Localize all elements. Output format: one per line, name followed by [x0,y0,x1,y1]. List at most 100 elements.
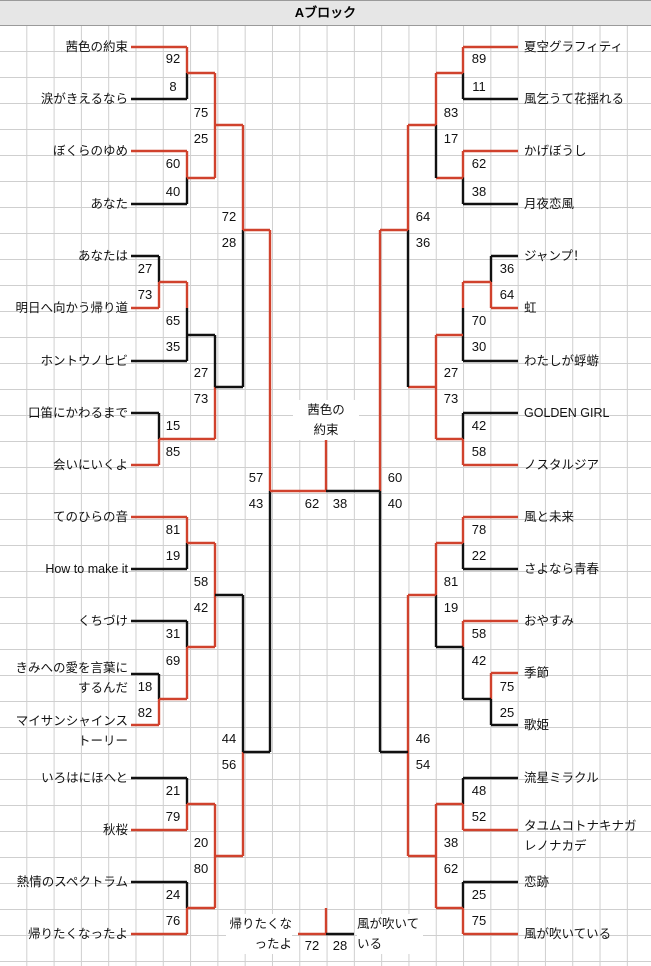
right-team-name: GOLDEN GIRL [524,406,610,420]
right-r2-score: 19 [443,600,459,615]
left-r2-score: 65 [165,313,181,328]
right-team-name: 風と未来 [524,510,575,524]
right-r1-score: 36 [499,261,515,276]
right-r1-score: 42 [471,418,487,433]
left-r1-score: 92 [165,51,181,66]
left-team-name: あなた [90,197,128,211]
right-r3-score: 54 [415,757,431,772]
right-r4-score: 40 [387,496,403,511]
name-line: 帰りたくな [229,917,292,931]
right-r1-score: 11 [472,79,486,94]
right-r2-score: 73 [443,391,459,406]
left-r1-score: 18 [137,679,153,694]
right-r1-score: 78 [471,522,487,537]
team-name-line: タユムコトナキナガ [524,819,637,833]
champion-name: 茜色の約束 [293,400,359,440]
right-team-name: タユムコトナキナガレノナカデ [524,816,637,856]
right-team-name: ジャンプ！ [524,249,586,263]
left-team-name: ホントウノヒビ [40,354,128,368]
right-team-name: さよなら青春 [524,562,600,576]
right-r2-score: 17 [443,131,459,146]
right-r3-score: 46 [415,731,431,746]
left-r1-score: 40 [165,184,181,199]
right-team-name: ノスタルジア [524,458,600,472]
left-r1-score: 79 [165,809,181,824]
right-team-name: 恋跡 [524,875,550,889]
right-r1-score: 75 [499,679,515,694]
left-team-name: 明日へ向かう帰り道 [15,301,128,315]
left-r1-score: 31 [165,626,181,641]
left-r1-score: 15 [165,418,181,433]
third-place-left-name: 帰りたくなったよ [226,914,292,954]
left-team-name: 秋桜 [102,823,128,837]
right-team-name: 月夜恋風 [524,197,575,211]
left-r1-score: 82 [137,705,153,720]
left-team-name: くちづけ [77,614,128,628]
left-r2-score: 80 [193,861,209,876]
left-r1-score: 21 [165,783,181,798]
right-r1-score: 58 [471,626,487,641]
right-r1-score: 64 [499,287,515,302]
final-score-right: 38 [332,496,348,511]
name-line: ったよ [254,937,292,951]
left-r3-score: 56 [221,757,237,772]
right-r3-score: 64 [415,209,431,224]
left-team-name: 涙がきえるなら [40,92,128,106]
right-r1-score: 25 [499,705,515,720]
left-r3-score: 72 [221,209,237,224]
right-r1-score: 62 [471,156,487,171]
left-r2-score: 73 [193,391,209,406]
left-r2-score: 20 [193,835,209,850]
right-r1-score: 52 [471,809,487,824]
left-team-name: ぼくらのゆめ [52,144,128,158]
right-r2-score: 70 [471,313,487,328]
left-r1-score: 85 [165,444,181,459]
left-r1-score: 60 [165,156,181,171]
team-name-line: するんだ [77,681,128,695]
champion-name-line: 約束 [313,423,339,437]
right-r1-score: 58 [471,444,487,459]
left-r1-score: 19 [165,548,181,563]
left-r1-score: 76 [165,913,181,928]
left-team-name: あなたは [77,249,128,263]
team-name-line: マイサンシャインス [15,714,128,728]
left-r2-score: 25 [193,131,209,146]
right-team-name: 風乞うて花揺れる [524,92,625,106]
right-team-name: 流星ミラクル [524,771,599,785]
left-team-name: マイサンシャインストーリー [16,711,128,751]
block-title: Aブロック [0,0,651,26]
right-r1-score: 25 [471,887,487,902]
left-team-name: 口笛にかわるまで [27,406,128,420]
left-team-name: てのひらの音 [52,510,128,524]
third-place-score-left: 72 [304,938,320,953]
right-r1-score: 22 [471,548,487,563]
left-team-name: 茜色の約束 [65,40,128,54]
left-r1-score: 27 [137,261,153,276]
right-team-name: 夏空グラフィティ [524,40,624,54]
left-r1-score: 24 [165,887,181,902]
left-r3-score: 28 [221,235,237,250]
champion-name-line: 茜色の [307,403,345,417]
left-r3-score: 44 [221,731,237,746]
left-r1-score: 81 [165,522,181,537]
left-r1-score: 69 [165,653,181,668]
left-r2-score: 75 [193,105,209,120]
right-team-name: わたしが蜉蝣 [524,354,600,368]
team-name-line: レノナカデ [524,839,587,853]
right-r1-score: 89 [471,51,487,66]
right-team-name: 歌姫 [524,718,550,732]
left-team-name: 帰りたくなったよ [27,927,128,941]
name-line: 風が吹いて [357,917,420,931]
right-r2-score: 81 [443,574,459,589]
team-name-line: きみへの愛を言葉に [15,661,128,675]
right-team-name: 風が吹いている [524,927,612,941]
right-r1-score: 48 [471,783,487,798]
third-place-right-name: 風が吹いている [357,914,423,954]
right-team-name: 虹 [524,301,537,315]
right-r1-score: 75 [471,913,487,928]
champion-label: 茜色の約束 [293,400,359,440]
left-r2-score: 42 [193,600,209,615]
right-team-name: 季節 [524,666,550,680]
